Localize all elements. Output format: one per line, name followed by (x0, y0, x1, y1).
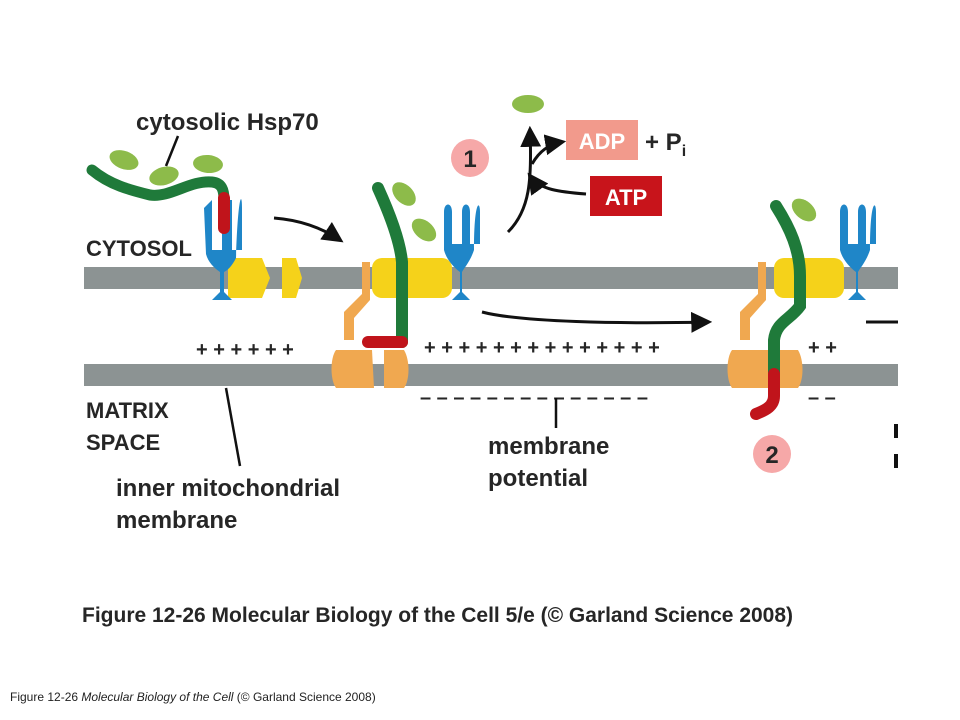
caption-suffix: (© Garland Science 2008) (233, 690, 376, 704)
signal-sequence-right (750, 368, 780, 420)
hsp70-leader (164, 135, 180, 167)
cytosol-label: CYTOSOL (86, 236, 192, 261)
membrane-potential-label-line2: potential (488, 465, 588, 492)
outer-channel-left (228, 258, 302, 298)
inner-membrane-label-line2: membrane (116, 507, 237, 534)
step-2-label: 2 (765, 442, 778, 469)
precursor-chain-right (768, 200, 806, 380)
hsp70-group-left (109, 150, 223, 186)
matrix-label-line1: MATRIX (86, 398, 169, 423)
atp-arrow (527, 172, 587, 196)
inner-membrane-leader (224, 387, 242, 467)
caption-prefix: Figure 12-26 (10, 690, 82, 704)
footer-caption: Figure 12-26 Molecular Biology of the Ce… (10, 690, 376, 704)
matrix-label-line2: SPACE (86, 430, 160, 455)
atp-box (590, 176, 662, 216)
minus-charges-right: – – (808, 387, 836, 409)
receptor-right (840, 204, 876, 300)
precursor-chain-middle (372, 182, 408, 348)
continuation-mark-a (894, 424, 898, 438)
adp-label: ADP (579, 129, 625, 154)
inner-membrane-label-line1: inner mitochondrial (116, 475, 340, 502)
hsp70-label: cytosolic Hsp70 (136, 109, 319, 136)
step-1-label: 1 (463, 146, 476, 173)
adp-box (566, 120, 638, 160)
continuation-mark-b (894, 454, 898, 468)
pi-subscript: i (682, 143, 686, 160)
inner-membrane-band (84, 364, 898, 386)
caption-book: Molecular Biology of the Cell (81, 690, 234, 704)
minus-charges-middle: – – – – – – – – – – – – – – (420, 387, 648, 409)
outer-channel-middle (372, 258, 452, 298)
adp-arrow (530, 134, 567, 165)
hsp70-group-middle (392, 182, 437, 242)
pi-label: + Pi (645, 129, 686, 160)
plus-charges-middle: + + + + + + + + + + + + + + (424, 337, 660, 359)
arrow-to-import (273, 216, 344, 243)
plus-charges-left: + + + + + + (196, 339, 294, 361)
hsp70-right (791, 198, 817, 222)
hsp70-released-icon (512, 95, 544, 113)
pi-prefix: + P (645, 129, 682, 156)
figure-title: Figure 12-26 Molecular Biology of the Ce… (82, 604, 793, 627)
membrane-potential-label-line1: membrane (488, 433, 609, 460)
plus-charges-right: + + (808, 337, 837, 359)
receptor-left (204, 199, 242, 300)
inner-translocase-middle (331, 262, 409, 388)
outer-channel-right (774, 258, 844, 298)
arrow-to-stage-2 (481, 310, 713, 333)
atp-label: ATP (605, 185, 647, 210)
inner-translocase-right (727, 262, 803, 388)
step-1-marker (451, 139, 489, 177)
precursor-chain-left (86, 164, 230, 206)
step-2-marker (753, 435, 791, 473)
receptor-middle (444, 204, 480, 300)
atp-hydrolysis-arrow (506, 125, 542, 234)
